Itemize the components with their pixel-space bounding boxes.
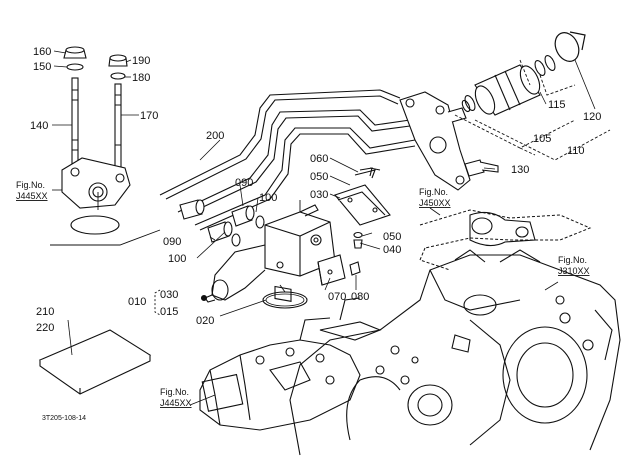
label-220: 220 [36,322,54,334]
label-020: 020 [196,315,214,327]
assembly-brackets [454,59,611,161]
bracket-030 [334,167,391,226]
bolt-130 [464,159,499,177]
label-060: 060 [310,153,328,165]
label-070: 070 [328,291,346,303]
label-140: 140 [30,120,48,132]
label-090-lower: 090 [163,236,181,248]
label-105: 105 [533,133,551,145]
guide-lines [50,192,301,293]
label-050-lower: 050 [383,231,401,243]
fig-ref-bottom-label: Fig.No. [160,387,189,397]
label-050-upper: 050 [310,171,328,183]
washer-bolt-040 [353,231,363,249]
washer-180 [110,72,126,80]
label-180: 180 [132,72,150,84]
label-100-lower: 100 [168,253,186,265]
part-labels: 160 150 140 190 180 170 200 090 100 090 … [30,46,601,334]
drawing-code: 3T205-108-14 [42,415,86,422]
label-170: 170 [140,110,158,122]
hydraulic-pipes [159,89,416,231]
cylinder-flange [399,91,471,191]
fig-ref-j450-label: Fig.No. [419,187,448,197]
cylinder-105 [464,64,541,116]
rings-115 [461,55,556,113]
label-010: 010 [128,296,146,308]
manual-book-icon [38,329,152,395]
label-080: 080 [351,291,369,303]
label-150: 150 [33,61,51,73]
bolt-080 [349,261,361,276]
fig-ref-bottom-code: J445XX [160,398,192,408]
label-030-lower: 030 [160,289,178,301]
fig-ref-j310-code: J310XX [558,266,590,276]
label-160: 160 [33,46,51,58]
fig-ref-j450-code: J450XX [419,198,451,208]
stud-170 [114,83,122,170]
label-130: 130 [511,164,529,176]
label-200: 200 [206,130,224,142]
o-ring-cover [70,215,120,235]
transmission-housing [289,249,621,456]
label-015: 015 [160,306,178,318]
lift-arm [469,211,536,247]
stopper-060 [359,167,373,177]
label-115: 115 [548,99,566,111]
washer-150 [66,63,84,71]
stud-140 [71,77,79,169]
leader-lines [52,50,596,406]
label-210: 210 [36,306,54,318]
figure-references: Fig.No. J445XX Fig.No. J450XX Fig.No. J3… [16,180,590,408]
label-100-upper: 100 [259,192,277,204]
label-090-upper: 090 [235,177,253,189]
label-110: 110 [567,145,585,157]
nut-160 [63,46,87,59]
label-030-upper: 030 [310,189,328,201]
label-040: 040 [383,244,401,256]
label-190: 190 [132,55,150,67]
pipe-fittings [179,199,265,247]
fig-ref-left-label: Fig.No. [16,180,45,190]
fig-ref-j310-label: Fig.No. [558,255,587,265]
fig-ref-left-code: J445XX [16,191,48,201]
label-120: 120 [583,111,601,123]
hydraulic-block-lower [199,297,382,431]
nut-190 [108,54,128,67]
bracket-070 [317,254,346,286]
clamp-120 [554,31,586,62]
